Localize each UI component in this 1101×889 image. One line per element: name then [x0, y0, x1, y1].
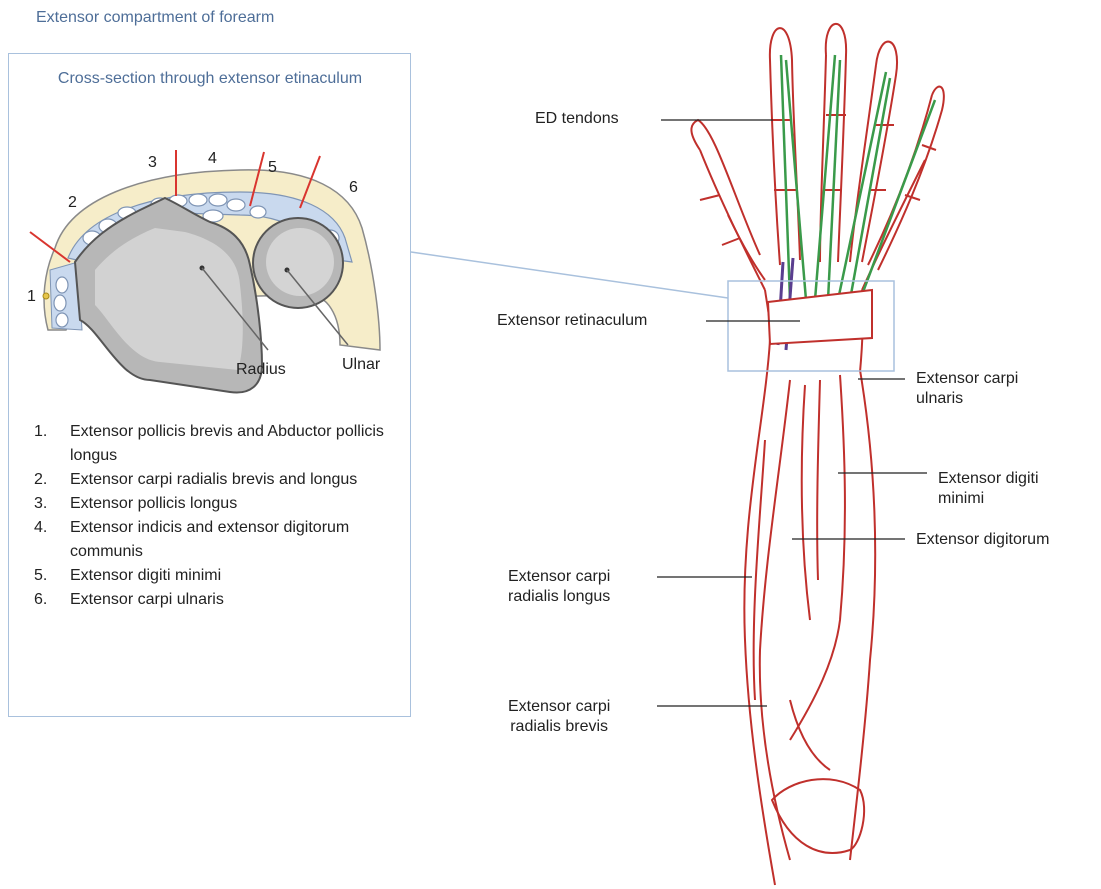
- legend-item: 4.Extensor indicis and extensor digitoru…: [30, 516, 400, 564]
- compartment-number-5: 5: [268, 158, 277, 178]
- forearm-drawing: [691, 24, 943, 885]
- extensor-retinaculum: [768, 290, 872, 344]
- label-ed-tendons: ED tendons: [535, 109, 619, 129]
- legend-item: 5.Extensor digiti minimi: [30, 564, 400, 588]
- legend-item: 6.Extensor carpi ulnaris: [30, 588, 400, 612]
- label-extensor-carpi-radialis-brevis: Extensor carpi radialis brevis: [508, 697, 610, 737]
- label-extensor-digitorum: Extensor digitorum: [916, 530, 1049, 550]
- label-extensor-digiti-minimi: Extensor digiti minimi: [938, 469, 1039, 509]
- ed-tendons: [781, 55, 935, 300]
- ulnar-label: Ulnar: [342, 355, 380, 375]
- compartment-number-2: 2: [68, 193, 77, 213]
- label-extensor-carpi-ulnaris: Extensor carpi ulnaris: [916, 369, 1018, 409]
- compartment-number-3: 3: [148, 153, 157, 173]
- label-extensor-retinaculum: Extensor retinaculum: [497, 311, 647, 331]
- compartment-number-4: 4: [208, 149, 217, 169]
- legend-item: 2.Extensor carpi radialis brevis and lon…: [30, 468, 400, 492]
- radius-label: Radius: [236, 360, 286, 380]
- legend-item: 3.Extensor pollicis longus: [30, 492, 400, 516]
- compartment-number-6: 6: [349, 178, 358, 198]
- compartment-number-1: 1: [27, 287, 36, 307]
- compartment-legend: 1.Extensor pollicis brevis and Abductor …: [30, 420, 400, 612]
- legend-item: 1.Extensor pollicis brevis and Abductor …: [30, 420, 400, 468]
- label-extensor-carpi-radialis-longus: Extensor carpi radialis longus: [508, 567, 610, 607]
